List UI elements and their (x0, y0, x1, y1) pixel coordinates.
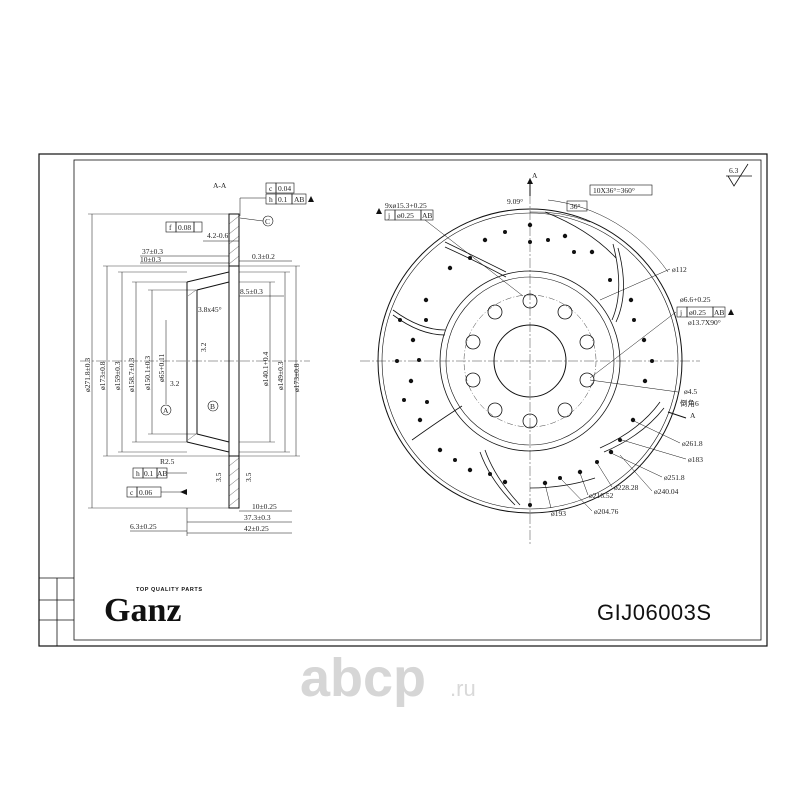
dim-v6: ø65+0.11 (157, 353, 166, 382)
dim-d2: 37±0.3 (142, 247, 163, 256)
dim-holes: 9xø15.3+0.25 (385, 201, 427, 210)
tol-symbol: c (269, 184, 273, 193)
tol-symbol: h (269, 195, 273, 204)
watermark-text: abcp (300, 648, 426, 708)
angle-frame-text: 10X36°=360° (593, 186, 635, 195)
tol-value: 0.08 (178, 223, 191, 232)
view-marker-right: A (690, 411, 696, 420)
tol-value: 0.1 (144, 469, 154, 478)
dim-24004: ø240.04 (654, 487, 679, 496)
brand-tagline: TOP QUALITY PARTS (136, 587, 203, 593)
datum-a: A (163, 406, 169, 415)
dim-v1: ø271.8±0.3 (83, 358, 92, 392)
dim-v7: ø140.1+0.4 (261, 352, 270, 386)
dim-d5: 8.5±0.3 (240, 287, 263, 296)
face-view: A A (360, 171, 734, 544)
dim-v4: ø158.7±0.3 (127, 358, 136, 392)
view-marker-top: A (532, 171, 538, 180)
tol-frame-j-top: j ø0.25 AB (376, 208, 434, 221)
dim-20476: ø204.76 (594, 507, 619, 516)
dim-d14: 42±0.25 (244, 524, 269, 533)
brand-logo: TOP QUALITY PARTS Ganz (104, 587, 203, 629)
dim-v5: ø150.1±0.3 (143, 356, 152, 390)
dim-112: ø112 (672, 265, 687, 274)
dim-v2: ø173±0.8 (98, 361, 107, 390)
dim-angle2: 36° (570, 202, 581, 211)
disc-slots (392, 211, 665, 506)
dim-66: ø6.6+0.25 (680, 295, 711, 304)
watermark-suffix: .ru (450, 676, 476, 701)
dim-183: ø183 (688, 455, 703, 464)
dim-2518: ø251.8 (664, 473, 685, 482)
dim-d7: 3.2 (199, 342, 208, 352)
vertical-dimensions (91, 214, 297, 508)
dim-45: ø4.5 (684, 387, 697, 396)
part-number: GIJ06003S (597, 600, 712, 625)
dim-d3: 10±0.3 (140, 255, 161, 264)
horizontal-dimensions (130, 240, 292, 536)
section-hatching (187, 215, 240, 507)
tol-frame-c-top: c 0.04 (265, 182, 295, 194)
tol-symbol: j (679, 308, 682, 317)
drilled-holes (395, 222, 654, 507)
tol-frame-j-right: j ø0.25 AB (676, 306, 734, 318)
dim-d8: 3.2 (170, 379, 180, 388)
dim-d10: 3.5 (214, 472, 223, 482)
tol-value: 0.1 (278, 195, 288, 204)
watermark: abcp .ru (300, 648, 476, 708)
dim-d11: 3.5 (244, 472, 253, 482)
angle-frame: 10X36°=360° (589, 184, 653, 196)
section-label: A-A (213, 181, 227, 190)
tol-value: 0.06 (139, 488, 152, 497)
tol-frame-h-bottom: h 0.1 AB (132, 467, 187, 479)
dim-angle1: 9.09° (507, 197, 523, 206)
dim-d9: R2.5 (160, 457, 175, 466)
tol-value: ø0.25 (397, 211, 414, 220)
section-view: A-A c 0.04 h 0.1 AB f 0.08 C (80, 181, 314, 536)
extension-lines (88, 213, 300, 509)
dim-v8: ø149±0.3 (276, 361, 285, 390)
dim-193: ø193 (551, 509, 566, 518)
inner-frame (73, 159, 762, 641)
tol-frame-h-top: h 0.1 AB (265, 193, 314, 205)
tol-symbol: c (130, 488, 134, 497)
tol-frame-f: f 0.08 (165, 221, 203, 233)
dim-v9: ø173±0.8 (292, 363, 301, 392)
surface-finish-value: 6.3 (729, 166, 739, 175)
tol-value: ø0.25 (689, 308, 706, 317)
sheet-border (38, 153, 768, 647)
section-outline (186, 213, 240, 509)
dim-22828: ø228.28 (614, 483, 639, 492)
brand-name: Ganz (104, 592, 181, 629)
tol-ref: AB (714, 308, 724, 317)
dim-d15: 6.3±0.25 (130, 522, 157, 531)
dim-d1: 4.2-0.6 (207, 231, 228, 240)
dim-d6: 3.8x45° (198, 305, 222, 314)
dim-d12: 10±0.25 (252, 502, 277, 511)
title-block (39, 577, 74, 646)
tol-symbol: h (136, 469, 140, 478)
tol-ref: AB (157, 469, 167, 478)
dim-2618: ø261.8 (682, 439, 703, 448)
dim-v3: ø159±0.3 (113, 361, 122, 390)
datum-b: B (210, 402, 215, 411)
dim-137: ø13.7X90° (688, 318, 721, 327)
datum-c: C (265, 217, 270, 226)
dim-21652: ø216.52 (589, 491, 614, 500)
tol-frame-c-bottom: c 0.06 (126, 486, 187, 498)
tol-value: 0.04 (278, 184, 291, 193)
tol-ref: AB (422, 211, 432, 220)
tol-ref: AB (294, 195, 304, 204)
dim-d13: 37.3±0.3 (244, 513, 271, 522)
dim-d4: 0.3±0.2 (252, 252, 275, 261)
tol-symbol: f (169, 223, 172, 232)
tol-symbol: j (387, 211, 390, 220)
surface-finish-symbol: 6.3 (726, 163, 752, 187)
dim-chamfer: 倒角6 (680, 398, 699, 408)
lug-holes (465, 293, 595, 429)
